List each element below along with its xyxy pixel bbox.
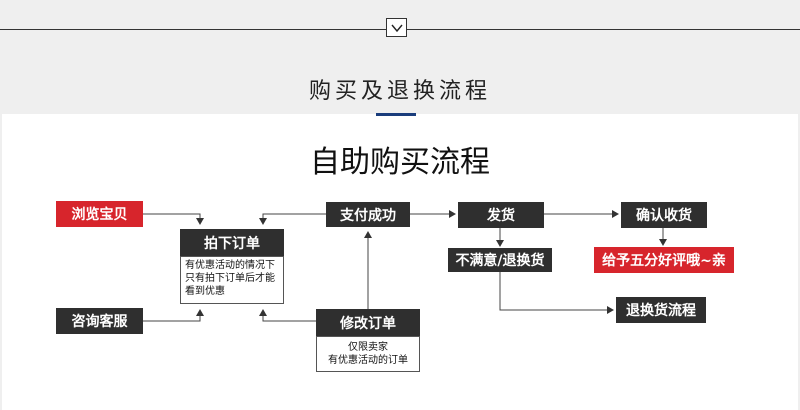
- node-modify-order: 修改订单: [316, 309, 420, 336]
- note-modify-order-line-2: 有优惠活动的订单: [328, 355, 408, 366]
- node-confirm-receipt: 确认收货: [621, 202, 707, 228]
- section-title: 购买及退换流程: [308, 79, 491, 104]
- arrow-pay-to-order: [259, 213, 326, 225]
- arrow-modify-to-order: [259, 309, 316, 322]
- node-good-review: 给予五分好评哦~亲: [594, 247, 734, 273]
- arrow-consult-to-order: [143, 309, 204, 322]
- arrow-browse-to-order: [143, 213, 204, 225]
- node-pay-success: 支付成功: [326, 202, 410, 227]
- node-consult: 咨询客服: [56, 308, 143, 334]
- note-modify-order-line-1: 仅限卖家: [348, 342, 388, 353]
- node-unsatisfied: 不满意/退换货: [448, 248, 552, 272]
- node-return-process: 退换货流程: [616, 297, 706, 323]
- chevron-down-icon: [391, 24, 403, 33]
- node-place-order: 拍下订单: [180, 229, 284, 256]
- node-browse: 浏览宝贝: [56, 201, 143, 227]
- node-ship: 发货: [458, 202, 544, 228]
- arrow-unsatisfied-to-return: [499, 272, 614, 314]
- accent-bar: [376, 113, 416, 116]
- note-place-order: 有优惠活动的情况下只有拍下订单后才能看到优惠: [180, 256, 284, 304]
- expand-toggle-button[interactable]: [386, 18, 407, 37]
- main-title: 自助购买流程: [310, 145, 490, 180]
- note-modify-order: 仅限卖家 有优惠活动的订单: [316, 336, 420, 372]
